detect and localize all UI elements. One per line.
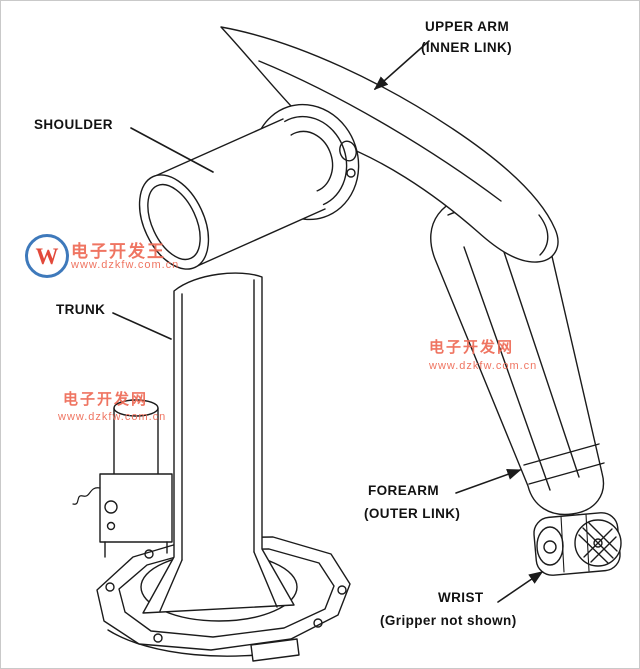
watermark-right-url: www.dzkfw.com.cn: [429, 360, 538, 372]
leader-lines: [112, 40, 544, 603]
shoulder-leader-line: [130, 127, 214, 173]
trunk-label: TRUNK: [56, 302, 106, 317]
watermark-right-brand: 电子开发网: [429, 339, 515, 356]
wrist-leader-line: [497, 571, 544, 603]
upper-arm-label-line1: UPPER ARM: [425, 19, 510, 34]
forearm-leader-line: [455, 469, 522, 494]
wrist-assembly: [533, 512, 622, 576]
forearm-label-line2: (OUTER LINK): [364, 506, 461, 521]
trunk-leader-line: [112, 312, 172, 340]
watermark-logo-brand: 电子开发王: [71, 242, 166, 261]
trunk-column: [142, 272, 295, 614]
shoulder-cylinder: [138, 118, 326, 270]
watermark-left-brand: 电子开发网: [63, 391, 149, 408]
watermark-logo-letter: W: [35, 243, 59, 269]
upper-arm-leader-line: [373, 40, 430, 91]
watermark-logo-url: www.dzkfw.com.cn: [71, 259, 180, 271]
shoulder-label: SHOULDER: [34, 117, 113, 132]
wrist-label-line1: WRIST: [438, 590, 484, 605]
watermark-left-url: www.dzkfw.com.cn: [58, 411, 167, 423]
watermark-logo-icon: W: [25, 234, 69, 278]
motor-assembly: [72, 399, 173, 558]
forearm-label-line1: FOREARM: [368, 483, 440, 498]
upper-arm-label-line2: (INNER LINK): [421, 40, 513, 55]
wrist-label-line2: (Gripper not shown): [380, 613, 517, 628]
